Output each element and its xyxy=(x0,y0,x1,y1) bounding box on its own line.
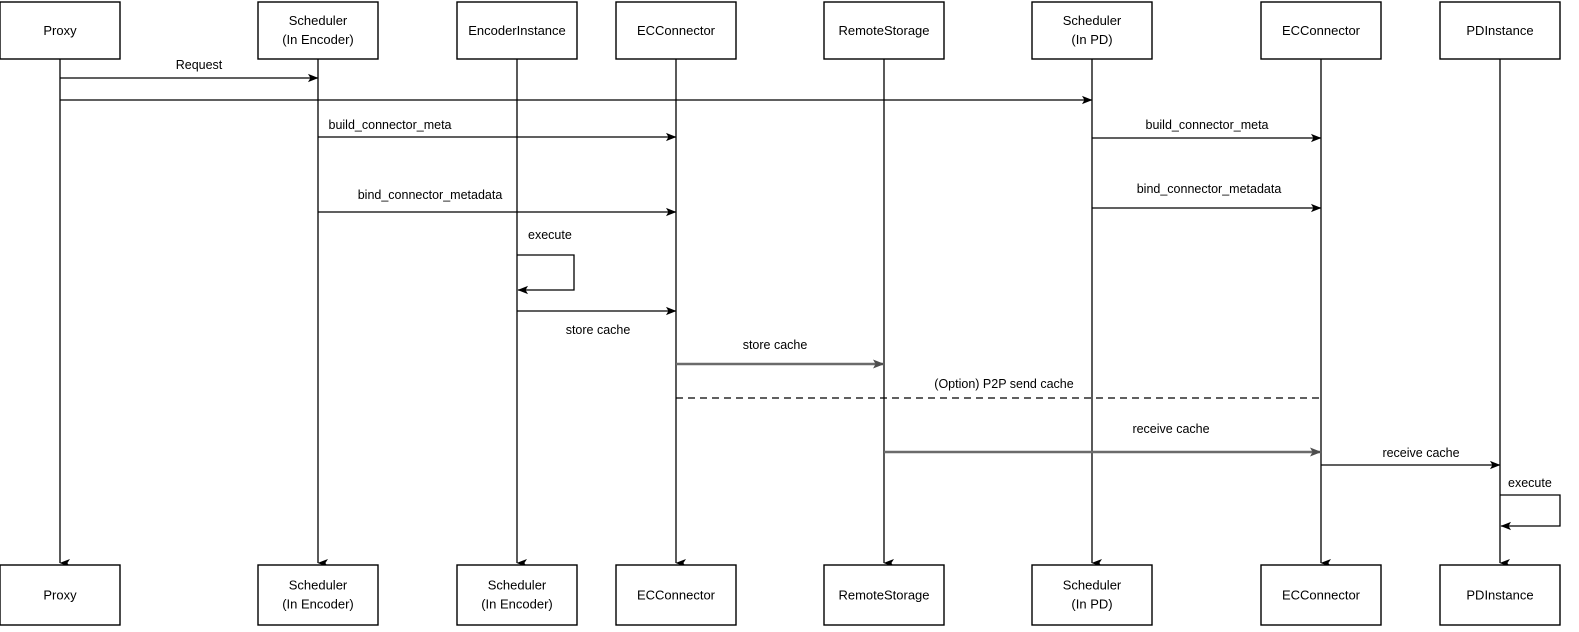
participant-label-line1: Scheduler xyxy=(1063,577,1122,592)
message-m1[interactable]: Request xyxy=(60,58,319,83)
self-call-path xyxy=(517,254,575,295)
participant-box-bottom-sched_pd[interactable]: Scheduler (In PD) xyxy=(1031,564,1153,626)
participant-label-line1: Scheduler xyxy=(289,13,348,28)
box-outline xyxy=(1260,1,1382,60)
box-outline xyxy=(257,1,379,60)
participant-label-line1: Proxy xyxy=(43,23,77,38)
box-outline xyxy=(456,1,578,60)
message-m5[interactable]: bind_connector_metadata xyxy=(318,188,677,217)
participant-label-line2: (In Encoder) xyxy=(481,596,553,611)
top-participant-boxes: Proxy Scheduler (In Encoder) EncoderInstanc… xyxy=(0,1,1561,60)
participant-box-bottom-proxy[interactable]: Proxy xyxy=(0,564,121,626)
participant-box-top-sched_enc[interactable]: Scheduler (In Encoder) xyxy=(257,1,379,60)
participant-label-line2: (In PD) xyxy=(1071,596,1112,611)
box-outline xyxy=(1260,564,1382,626)
participant-label-line1: Scheduler xyxy=(1063,13,1122,28)
participant-label-line1: PDInstance xyxy=(1466,587,1533,602)
participant-label-line1: Proxy xyxy=(43,587,77,602)
box-outline xyxy=(823,1,945,60)
message-m3[interactable]: build_connector_meta xyxy=(318,118,677,142)
box-outline xyxy=(823,564,945,626)
box-outline xyxy=(615,1,737,60)
lifelines-layer xyxy=(59,59,1510,567)
bottom-participant-boxes: Proxy Scheduler (In Encoder) Scheduler (In E… xyxy=(0,564,1561,626)
participant-box-bottom-encoder_inst[interactable]: Scheduler (In Encoder) xyxy=(456,564,578,626)
box-outline xyxy=(1439,564,1561,626)
message-m8[interactable]: store cache xyxy=(676,338,885,369)
message-label: build_connector_meta xyxy=(1146,118,1269,132)
participant-box-bottom-pd_inst[interactable]: PDInstance xyxy=(1439,564,1561,626)
participant-label-line1: ECConnector xyxy=(1282,587,1361,602)
messages-layer: Request build_connector_meta build_connect… xyxy=(60,58,1501,470)
message-m10[interactable]: receive cache xyxy=(884,422,1322,457)
box-outline xyxy=(1031,564,1153,626)
participant-label-line2: (In Encoder) xyxy=(282,32,354,47)
box-outline xyxy=(1031,1,1153,60)
participant-box-top-ecconn_enc[interactable]: ECConnector xyxy=(615,1,737,60)
message-m4[interactable]: build_connector_meta xyxy=(1092,118,1322,143)
self-call-s1[interactable]: execute xyxy=(517,228,575,295)
participant-box-top-ecconn_pd[interactable]: ECConnector xyxy=(1260,1,1382,60)
message-label: bind_connector_metadata xyxy=(1137,182,1282,196)
message-label: Request xyxy=(176,58,223,72)
participant-label-line1: ECConnector xyxy=(637,23,716,38)
participant-label-line1: RemoteStorage xyxy=(838,587,929,602)
message-m6[interactable]: bind_connector_metadata xyxy=(1092,182,1322,213)
box-outline xyxy=(456,564,578,626)
message-m7[interactable]: store cache xyxy=(517,306,677,337)
message-label: store cache xyxy=(566,323,631,337)
participant-box-top-pd_inst[interactable]: PDInstance xyxy=(1439,1,1561,60)
self-call-label: execute xyxy=(1508,476,1552,490)
participant-box-bottom-ecconn_enc[interactable]: ECConnector xyxy=(615,564,737,626)
message-label: receive cache xyxy=(1382,446,1459,460)
participant-box-top-remote_store[interactable]: RemoteStorage xyxy=(823,1,945,60)
selfcalls-layer: execute execute xyxy=(517,228,1561,531)
message-label: store cache xyxy=(743,338,808,352)
message-m11[interactable]: receive cache xyxy=(1321,446,1501,470)
participant-label-line1: Scheduler xyxy=(488,577,547,592)
self-call-label: execute xyxy=(528,228,572,242)
participant-label-line2: (In PD) xyxy=(1071,32,1112,47)
self-call-s2[interactable]: execute xyxy=(1500,476,1561,531)
message-label: bind_connector_metadata xyxy=(358,188,503,202)
message-label: receive cache xyxy=(1132,422,1209,436)
participant-box-bottom-remote_store[interactable]: RemoteStorage xyxy=(823,564,945,626)
participant-box-top-proxy[interactable]: Proxy xyxy=(0,1,121,60)
participant-label-line1: ECConnector xyxy=(637,587,716,602)
box-outline xyxy=(615,564,737,626)
participant-box-bottom-sched_enc[interactable]: Scheduler (In Encoder) xyxy=(257,564,379,626)
participant-box-bottom-ecconn_pd[interactable]: ECConnector xyxy=(1260,564,1382,626)
participant-label-line1: EncoderInstance xyxy=(468,23,566,38)
message-label: build_connector_meta xyxy=(329,118,452,132)
box-outline xyxy=(0,1,121,60)
box-outline xyxy=(0,564,121,626)
participant-label-line1: RemoteStorage xyxy=(838,23,929,38)
box-outline xyxy=(1439,1,1561,60)
participant-label-line2: (In Encoder) xyxy=(282,596,354,611)
participant-label-line1: ECConnector xyxy=(1282,23,1361,38)
participant-label-line1: Scheduler xyxy=(289,577,348,592)
message-m9[interactable]: (Option) P2P send cache xyxy=(676,377,1321,399)
self-call-path xyxy=(1500,494,1561,531)
box-outline xyxy=(257,564,379,626)
message-label: (Option) P2P send cache xyxy=(934,377,1073,391)
participant-box-top-encoder_inst[interactable]: EncoderInstance xyxy=(456,1,578,60)
participant-box-top-sched_pd[interactable]: Scheduler (In PD) xyxy=(1031,1,1153,60)
participant-label-line1: PDInstance xyxy=(1466,23,1533,38)
